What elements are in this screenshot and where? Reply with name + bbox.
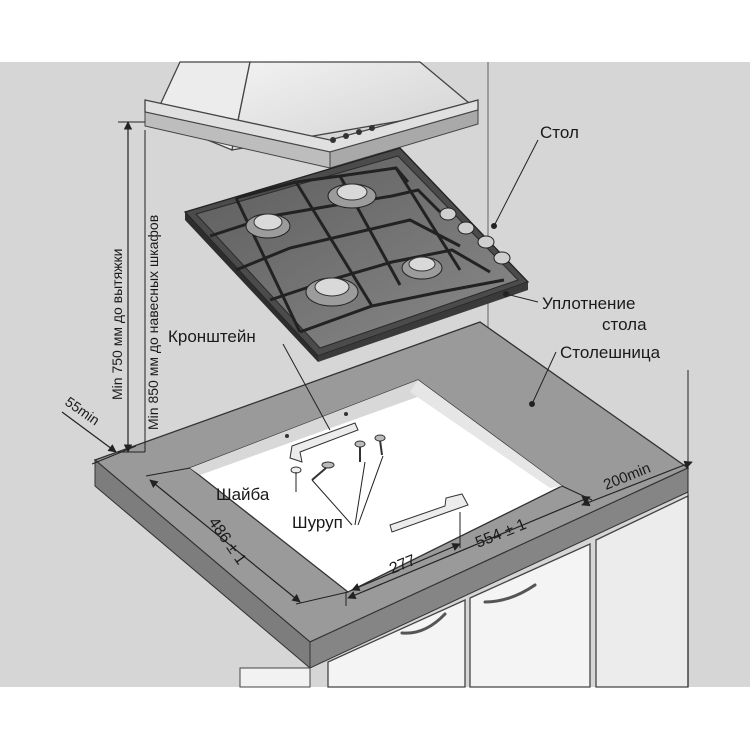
label-bracket: Кронштейн (168, 327, 256, 346)
label-seal-line2: стола (602, 315, 647, 334)
label-washer: Шайба (216, 485, 270, 504)
dim-cabinet-min: Min 850 мм до навесных шкафов (145, 215, 161, 430)
label-screw: Шуруп (292, 513, 343, 532)
gas-hob (183, 147, 530, 362)
hob-knob-icon (477, 235, 495, 249)
hood-knob-icon (369, 125, 375, 131)
hob-knob-icon (493, 251, 511, 265)
range-hood (144, 61, 479, 169)
cabinet-handle-icon (400, 612, 447, 635)
screw-icon (374, 434, 386, 456)
burner-icon (245, 213, 291, 239)
burner-icon (305, 277, 359, 307)
label-countertop: Столешница (560, 343, 661, 362)
hood-knob-icon (356, 129, 362, 135)
back-edge-dimension (581, 370, 693, 687)
dim-hood-min: Min 750 мм до вытяжки (109, 249, 125, 400)
label-seal-line1: Уплотнение (542, 294, 635, 313)
hood-knob-icon (330, 137, 336, 143)
burner-icon (327, 183, 377, 209)
front-edge-dimension (61, 411, 137, 465)
hob-knob-icon (457, 221, 475, 235)
label-table: Стол (540, 123, 579, 142)
screw-icon (354, 440, 366, 462)
bracket-offset-dimension (351, 512, 461, 591)
screw-icon (311, 461, 335, 481)
burner-icon (401, 256, 443, 280)
hob-knob-icon (439, 207, 457, 221)
depth-dimension (145, 467, 349, 605)
bracket-rear (285, 412, 359, 463)
hood-knob-icon (343, 133, 349, 139)
